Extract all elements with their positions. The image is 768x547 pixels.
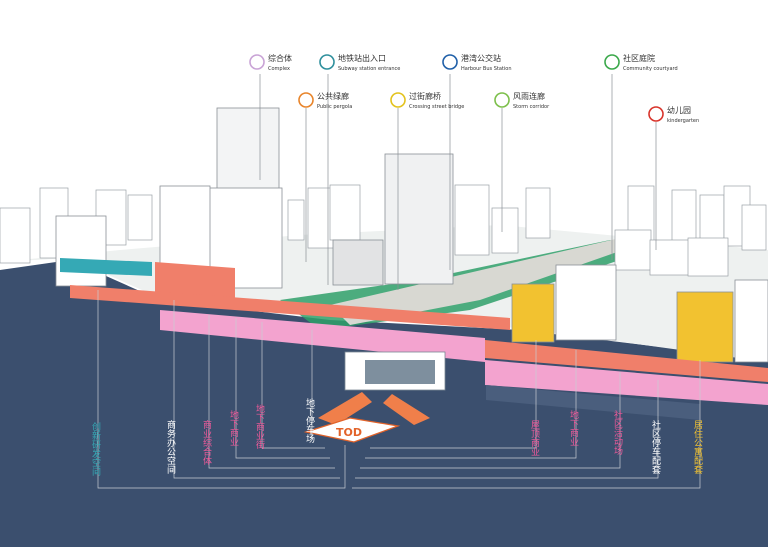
- bottom-label: 地下商业街: [254, 403, 265, 450]
- tod-plate: [303, 417, 401, 443]
- bridge-icon: [390, 92, 406, 108]
- legend-storm-en: Storm corridor: [513, 104, 550, 110]
- center-towers: [332, 153, 454, 286]
- road-band: [330, 238, 640, 325]
- legend-bridge-zh: 过街廊桥: [409, 91, 441, 101]
- legend-pergola-zh: 公共绿廊: [317, 91, 349, 101]
- legend-top-text: 综合体 Complex 地铁站出入口 Subway station entran…: [268, 53, 678, 72]
- underground-layers: [160, 310, 768, 420]
- courtyard-icon: [604, 54, 620, 70]
- legend-bridge-en: Crossing street bridge: [409, 104, 464, 110]
- subway-platform: [344, 351, 446, 391]
- legend-storm-zh: 风雨连廊: [513, 91, 545, 101]
- legend-bus-en: Harbour Bus Station: [461, 66, 512, 72]
- bottom-label: 商务办公空间: [165, 419, 176, 475]
- legend-mid-icons: [298, 92, 664, 122]
- legend-bus-zh: 港湾公交站: [461, 53, 501, 63]
- legend-mid-text: 公共绿廊 Public pergola 过街廊桥 Crossing street…: [317, 91, 699, 124]
- legend-complex-en: Complex: [268, 66, 290, 72]
- legend-kinder-en: kindergarten: [667, 118, 699, 124]
- bottom-label: 居住公寓配套: [692, 420, 703, 475]
- legend-courtyard-en: Community courtyard: [623, 66, 678, 72]
- bottom-callout-lines: [97, 290, 701, 489]
- bottom-label: 地下商业: [228, 409, 239, 446]
- storm-icon: [494, 92, 510, 108]
- bottom-label: 社区活动场: [612, 409, 623, 456]
- bottom-label: 创新研发空间: [90, 421, 101, 477]
- legend-courtyard-zh: 社区庭院: [623, 53, 655, 63]
- bottom-label: 地下停车场: [304, 397, 315, 444]
- legend-subway-zh: 地铁站出入口: [338, 53, 386, 63]
- kinder-icon: [648, 106, 664, 122]
- legend-pergola-en: Public pergola: [317, 104, 352, 110]
- legend-top-icons: [249, 54, 620, 70]
- legend-kinder-zh: 幼儿园: [667, 105, 691, 115]
- legend-subway-en: Subway station entrance: [338, 66, 400, 72]
- right-buildings: [511, 264, 768, 363]
- bottom-label: 商业综合体: [201, 419, 212, 466]
- background-buildings: [0, 184, 767, 277]
- bus-icon: [442, 54, 458, 70]
- tod-label: TOD: [336, 426, 362, 439]
- bottom-label: 社区停车配套: [650, 419, 661, 475]
- left-colored-slabs: [60, 258, 510, 330]
- complex-icon: [249, 54, 265, 70]
- bottom-labels: 创新研发空间 商务办公空间 商业综合体 地下商业 地下商业街 地下停车场 屋顶商业 地下商业 社…: [90, 397, 703, 477]
- tod-arrows: [318, 392, 430, 425]
- pergola-icon: [298, 92, 314, 108]
- left-towers: [55, 107, 283, 291]
- bottom-label: 地下商业: [568, 409, 579, 446]
- legend-complex-zh: 综合体: [268, 53, 292, 63]
- bottom-label: 屋顶商业: [529, 420, 540, 456]
- legend-callout-lines: [259, 74, 657, 290]
- subway-icon: [319, 54, 335, 70]
